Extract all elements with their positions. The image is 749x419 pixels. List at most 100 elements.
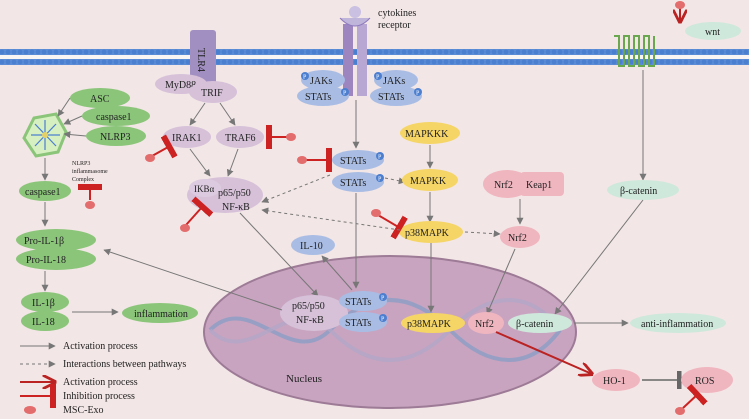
cytokines-receptor: cytokines receptor bbox=[339, 6, 416, 96]
trif-label: TRIF bbox=[201, 88, 223, 99]
stats-label-left: STATs bbox=[305, 92, 331, 103]
anti-inflammation-label: anti-inflammation bbox=[641, 319, 713, 330]
ho1-label: HO-1 bbox=[603, 376, 626, 387]
jaks-label-right: JAKs bbox=[383, 76, 405, 87]
receptor-label: receptor bbox=[378, 20, 411, 31]
inflammation-node: inflammation bbox=[122, 303, 198, 323]
msc-exo-inflammasome bbox=[78, 184, 102, 209]
msc-exo-stats bbox=[297, 148, 332, 172]
nfkb-nuclear: p65/p50 NF-κB bbox=[280, 295, 348, 331]
stats-mid-2: STATs P bbox=[332, 172, 384, 192]
nucleus-label: Nucleus bbox=[286, 373, 322, 385]
traf6-label: TRAF6 bbox=[225, 133, 256, 144]
bcatenin-label: β-catenin bbox=[620, 186, 657, 197]
il10-node: IL-10 bbox=[291, 235, 335, 255]
mapkk-label: MAPKK bbox=[410, 176, 447, 187]
stats-label-right: STATs bbox=[378, 92, 404, 103]
stats-mid-2-label: STATs bbox=[340, 178, 366, 189]
nrf2-nuclear: Nrf2 bbox=[468, 312, 504, 334]
stats-mid-1: STATs P bbox=[332, 150, 384, 170]
jak-stat-complex-right: JAKs STATs P P bbox=[370, 70, 422, 106]
ros-label: ROS bbox=[695, 376, 714, 387]
nfkb-nuclear-label: NF-κB bbox=[296, 315, 324, 326]
bcatenin-nuclear: β-catenin bbox=[508, 313, 572, 333]
il10-label: IL-10 bbox=[300, 241, 323, 252]
mapkkk-node: MAPKKK bbox=[400, 122, 460, 144]
complex-label-1: NLRP3 bbox=[72, 161, 90, 167]
msc-exo-p38 bbox=[371, 209, 408, 240]
msc-exo-traf6 bbox=[266, 125, 296, 149]
traf6-node: TRAF6 bbox=[216, 126, 264, 148]
bcatenin-nuclear-label: β-catenin bbox=[516, 319, 553, 330]
il1b-node: IL-1β bbox=[21, 292, 69, 312]
pro-il1b-label: Pro-IL-1β bbox=[24, 236, 64, 247]
msc-exo-wnt bbox=[675, 1, 685, 22]
jak-stat-complex-left: JAKs STATs P P bbox=[297, 70, 349, 106]
nrf2-nuclear-label: Nrf2 bbox=[475, 319, 494, 330]
myd88-label: MyD88 bbox=[165, 80, 196, 91]
ros-node: ROS bbox=[681, 367, 733, 393]
legend-msc-exo: MSC-Exo bbox=[63, 405, 104, 416]
pro-il1b-node: Pro-IL-1β bbox=[16, 229, 96, 251]
legend-activation-gray: Activation process bbox=[63, 341, 138, 352]
phospho-label: P bbox=[416, 91, 420, 97]
bcatenin-node: β-catenin bbox=[607, 180, 679, 200]
phospho-label: P bbox=[378, 155, 382, 161]
ikba-label: IKBα bbox=[194, 184, 214, 194]
nucleus: Nucleus bbox=[203, 255, 577, 409]
p38mapk-nuclear: p38MAPK bbox=[401, 313, 465, 333]
irak1-label: IRAK1 bbox=[172, 133, 201, 144]
il18-node: IL-18 bbox=[21, 311, 69, 331]
legend: Activation process Interactions between … bbox=[20, 341, 186, 416]
nfkb-label: NF-κB bbox=[222, 202, 250, 213]
msc-exo-irak1 bbox=[145, 134, 178, 162]
stats-mid-1-label: STATs bbox=[340, 156, 366, 167]
cytokines-label: cytokines bbox=[378, 8, 416, 19]
legend-inhibition: Inhibition process bbox=[63, 391, 135, 402]
il18-label: IL-18 bbox=[32, 317, 55, 328]
complex-label-3: Complex bbox=[72, 177, 94, 183]
p65p50-label: p65/p50 bbox=[218, 188, 251, 199]
nlrp3-label: NLRP3 bbox=[100, 132, 131, 143]
legend-interactions: Interactions between pathways bbox=[63, 359, 186, 370]
inflammasome-structure-icon bbox=[22, 112, 68, 158]
il1b-label: IL-1β bbox=[32, 298, 55, 309]
nrf2-keap1-complex: Nrf2 Keap1 bbox=[483, 170, 564, 198]
nfkb-nuclear-p65-label: p65/p50 bbox=[292, 301, 325, 312]
mapkkk-label: MAPKKK bbox=[405, 129, 449, 140]
msc-exo-ros bbox=[675, 383, 708, 415]
caspase1-inflammasome-label: caspase1 bbox=[96, 112, 132, 123]
msc-exo-ikba bbox=[180, 196, 214, 232]
pro-il18-label: Pro-IL-18 bbox=[26, 255, 66, 266]
p38mapk-nuclear-label: p38MAPK bbox=[407, 319, 452, 330]
keap1-label: Keap1 bbox=[526, 180, 552, 191]
inflammation-label: inflammation bbox=[134, 309, 188, 320]
stats-nuclear-2-label: STATs bbox=[345, 318, 371, 329]
phospho-label: P bbox=[378, 177, 382, 183]
jaks-label-left: JAKs bbox=[310, 76, 332, 87]
nrf2-complex-label: Nrf2 bbox=[494, 180, 513, 191]
phospho-label: P bbox=[381, 296, 385, 302]
irak1-node: IRAK1 bbox=[163, 126, 211, 148]
trif-node: TRIF bbox=[189, 81, 237, 103]
p38mapk-node: p38MAPK bbox=[399, 221, 463, 243]
phospho-label: P bbox=[303, 75, 307, 81]
complex-label-2: inflammasome bbox=[72, 168, 108, 175]
phospho-label: P bbox=[343, 91, 347, 97]
phospho-label: P bbox=[376, 75, 380, 81]
mapkk-node: MAPKK bbox=[402, 169, 458, 191]
p38mapk-label: p38MAPK bbox=[405, 228, 450, 239]
nrf2-node: Nrf2 bbox=[500, 226, 540, 248]
ho1-node: HO-1 bbox=[592, 369, 640, 391]
nrf2-label: Nrf2 bbox=[508, 233, 527, 244]
inflammasome-complex: ASC caspase1 NLRP3 NLRP3 inflammasome Co… bbox=[22, 88, 150, 183]
stats-nuclear-1-label: STATs bbox=[345, 297, 371, 308]
anti-inflammation-node: anti-inflammation bbox=[630, 313, 726, 333]
asc-label: ASC bbox=[90, 94, 110, 105]
caspase1-label: caspase1 bbox=[25, 187, 61, 198]
caspase1-node: caspase1 bbox=[19, 181, 71, 201]
phospho-label: P bbox=[381, 317, 385, 323]
wnt-node: wnt bbox=[685, 22, 741, 40]
